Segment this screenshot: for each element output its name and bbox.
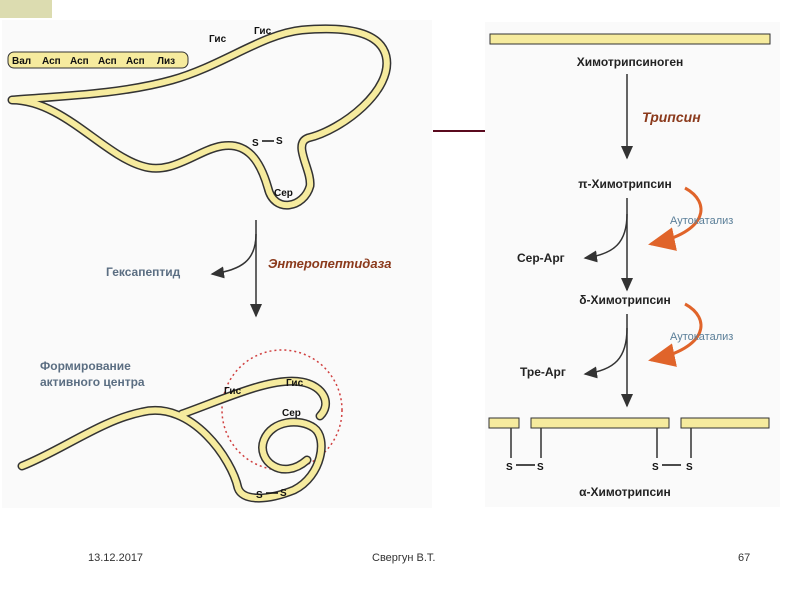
footer-author: Свергун В.Т. (372, 552, 436, 564)
corner-decoration (0, 0, 52, 18)
his-label-3: Гис (224, 386, 242, 397)
cascade-diagram: Химотрипсиноген Трипсин π-Химотрипсин Се… (488, 33, 771, 499)
svg-text:S: S (686, 462, 693, 473)
pi-chymotrypsin-label: π-Химотрипсин (578, 177, 671, 191)
svg-text:S: S (276, 136, 283, 147)
zymogen-bar (489, 33, 771, 45)
autocatalysis-label-1: Аутокатализ (670, 215, 733, 227)
trypsin-label: Трипсин (642, 109, 701, 125)
chymotrypsinogen-chain (7, 24, 392, 210)
cascade-diagram-panel: Химотрипсиноген Трипсин π-Химотрипсин Се… (485, 22, 780, 507)
svg-text:S: S (537, 462, 544, 473)
residue-asp-3: Асп (98, 56, 117, 67)
zymogen-label: Химотрипсиноген (577, 55, 684, 69)
residue-asp-2: Асп (70, 56, 89, 67)
autocatalysis-arrow-1 (648, 186, 703, 251)
footer-page-number: 67 (738, 552, 751, 564)
enteropeptidase-step: Энтеропептидаза Гексапептид (106, 220, 391, 318)
svg-text:S: S (280, 488, 287, 499)
active-center-circle (221, 349, 343, 471)
activation-diagram: Вал Асп Асп Асп Асп Лиз Гис Гис S S Сер … (7, 24, 392, 503)
residue-val: Вал (12, 56, 31, 67)
his-label-1: Гис (209, 34, 227, 45)
residue-asp-1: Асп (42, 56, 61, 67)
autocatalysis-arrow-2 (648, 302, 703, 367)
active-chymotrypsin-chain (17, 376, 330, 503)
disulfide-bridge-upper: S S (252, 136, 283, 149)
enteropeptidase-label: Энтеропептидаза (268, 256, 391, 271)
alpha-chymotrypsin-label: α-Химотрипсин (579, 485, 671, 499)
divider-line (433, 130, 485, 132)
released-ser-arg: Сер-Арг (517, 251, 565, 265)
alpha-chymotrypsin-fragments: S S S S (488, 417, 770, 473)
activation-diagram-panel: Вал Асп Асп Асп Асп Лиз Гис Гис S S Сер … (2, 20, 432, 508)
active-center-label-line1: Формирование (40, 359, 131, 373)
n-terminal-residues: Вал Асп Асп Асп Асп Лиз (7, 51, 189, 69)
his-label-2: Гис (254, 26, 272, 37)
his-label-4: Гис (286, 378, 304, 389)
ser-label-upper: Сер (274, 188, 293, 199)
svg-text:S: S (506, 462, 513, 473)
svg-text:S: S (256, 490, 263, 501)
active-center-label-line2: активного центра (40, 375, 145, 389)
svg-text:S: S (652, 462, 659, 473)
residue-lys: Лиз (157, 56, 175, 67)
delta-chymotrypsin-label: δ-Химотрипсин (579, 293, 671, 307)
autocatalysis-label-2: Аутокатализ (670, 331, 733, 343)
disulfide-bridge-lower: S S (256, 488, 287, 501)
residue-asp-4: Асп (126, 56, 145, 67)
footer-date: 13.12.2017 (88, 552, 144, 564)
hexapeptide-label: Гексапептид (106, 265, 181, 279)
svg-text:S: S (252, 138, 259, 149)
released-thr-arg: Тре-Арг (520, 365, 566, 379)
ser-label-lower: Сер (282, 408, 301, 419)
